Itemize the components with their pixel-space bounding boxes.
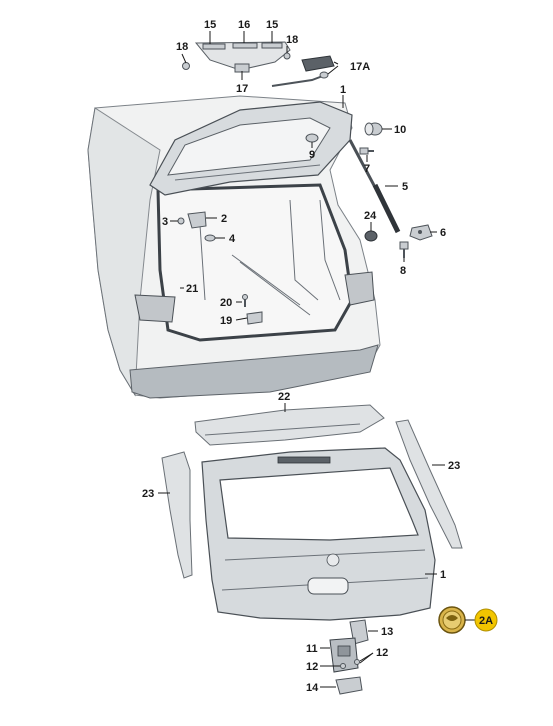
callout-3: 3 <box>162 216 168 228</box>
callout-15-left: 15 <box>204 19 216 31</box>
stop-part-9 <box>305 133 319 143</box>
callout-1-top: 1 <box>340 84 346 96</box>
clip-parts-18 <box>182 52 291 70</box>
callout-18-left: 18 <box>176 41 188 53</box>
callout-24: 24 <box>364 210 377 222</box>
callout-16: 16 <box>238 19 250 31</box>
tailgate-panel-1 <box>201 447 436 621</box>
callout-2: 2 <box>221 213 227 225</box>
buffer-part-10 <box>364 122 383 136</box>
callout-12-right: 12 <box>376 647 388 659</box>
callout-21: 21 <box>186 283 198 295</box>
callout-23-left: 23 <box>142 488 154 500</box>
callout-1-bottom: 1 <box>440 569 446 581</box>
callout-17: 17 <box>236 83 248 95</box>
side-trim-right-23 <box>395 419 463 549</box>
bolt-part-8 <box>399 241 409 258</box>
bracket-part-6 <box>409 224 433 241</box>
callout-20: 20 <box>220 297 232 309</box>
callout-22: 22 <box>278 391 290 403</box>
callout-17a: 17A <box>350 61 370 73</box>
callout-13: 13 <box>381 626 393 638</box>
switch-part-17a <box>271 55 335 87</box>
callout-5: 5 <box>402 181 408 193</box>
open-tailgate <box>149 101 353 196</box>
badge-2a <box>474 608 498 632</box>
callout-4: 4 <box>229 233 236 245</box>
callout-23-right: 23 <box>448 460 460 472</box>
callout-7: 7 <box>364 163 370 175</box>
callout-labels: 15 16 15 18 18 17A 17 1 10 9 7 5 3 2 4 2… <box>142 19 493 694</box>
callout-10: 10 <box>394 124 406 136</box>
side-trim-left-23 <box>161 451 193 579</box>
callout-8: 8 <box>400 265 406 277</box>
callout-9: 9 <box>309 149 315 161</box>
lock-assembly <box>329 619 369 695</box>
callout-11: 11 <box>306 643 318 655</box>
callout-12-left: 12 <box>306 661 318 673</box>
leader-lines <box>158 31 475 688</box>
callout-2a: 2A <box>479 615 493 627</box>
spoiler-part-22 <box>194 404 385 446</box>
brand-emblem-icon <box>438 606 466 634</box>
callout-18-right: 18 <box>286 34 298 46</box>
striker-parts <box>177 211 216 242</box>
callout-6: 6 <box>440 227 446 239</box>
callout-14: 14 <box>306 682 319 694</box>
callout-19: 19 <box>220 315 232 327</box>
gas-strut <box>348 139 401 234</box>
bolt-part-7 <box>359 147 374 155</box>
grommet-part-24 <box>364 230 378 242</box>
callout-15-right: 15 <box>266 19 278 31</box>
latch-parts-19-20 <box>242 294 263 325</box>
handle-assembly-15-16 <box>194 41 291 73</box>
